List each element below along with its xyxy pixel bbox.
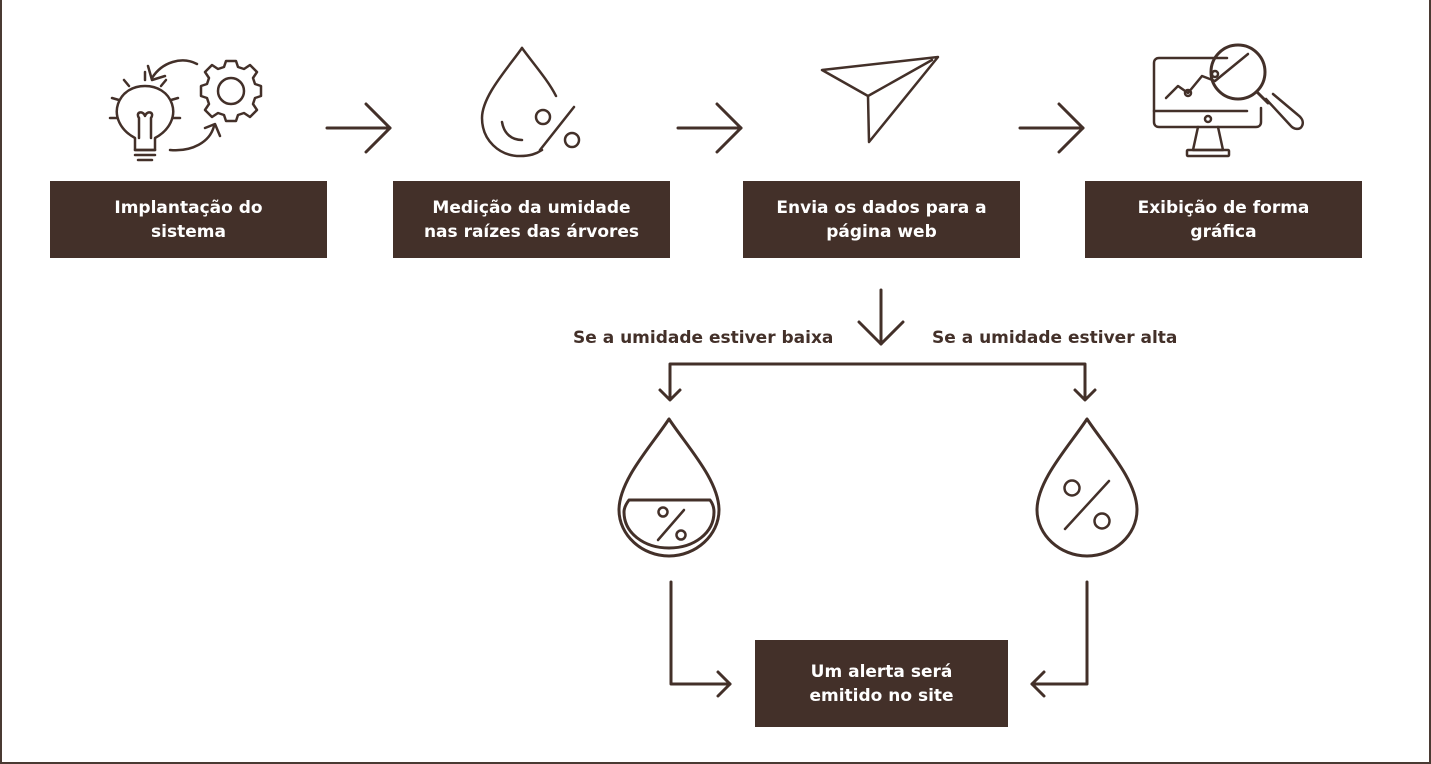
branch-label-low: Se a umidade estiver baixa (573, 328, 834, 348)
arrow-step3-to-step4 (1018, 102, 1085, 154)
step-1-line-2: sistema (151, 221, 226, 242)
water-drop-percent-icon (480, 46, 581, 158)
step-box-measurement: Medição da umidade nas raízes das árvore… (393, 181, 670, 258)
step-box-graphic-display: Exibição de forma gráfica (1085, 181, 1362, 258)
step-2-line-1: Medição da umidade (432, 197, 631, 218)
step-box-implantation: Implantação do sistema (50, 181, 327, 258)
paper-plane-icon (820, 55, 940, 144)
step-box-send-data: Envia os dados para a página web (743, 181, 1020, 258)
step-2-line-2: nas raízes das árvores (423, 221, 640, 242)
step-4-line-1: Exibição de forma (1137, 197, 1310, 218)
lightbulb-gear-icon (108, 59, 263, 162)
monitor-chart-magnifier-icon (1152, 43, 1305, 158)
step-3-line-2: página web (826, 221, 937, 242)
alert-box: Um alerta será emitido no site (755, 640, 1008, 727)
arrow-step2-to-step3 (676, 102, 743, 154)
arrow-high-to-alert (1030, 580, 1089, 698)
branch-connector (658, 362, 1097, 402)
arrow-step1-to-step2 (325, 102, 392, 154)
arrow-low-to-alert (669, 580, 732, 698)
drop-percent-icon (1035, 417, 1139, 558)
step-3-line-1: Envia os dados para a (776, 197, 987, 218)
step-4-line-2: gráfica (1190, 221, 1257, 242)
alert-line-2: emitido no site (809, 685, 954, 706)
alert-line-1: Um alerta será (810, 661, 953, 682)
arrow-down-decision (857, 288, 905, 346)
branch-label-high: Se a umidade estiver alta (932, 328, 1178, 348)
half-filled-drop-percent-icon (617, 417, 721, 558)
step-1-line-1: Implantação do (114, 197, 263, 218)
